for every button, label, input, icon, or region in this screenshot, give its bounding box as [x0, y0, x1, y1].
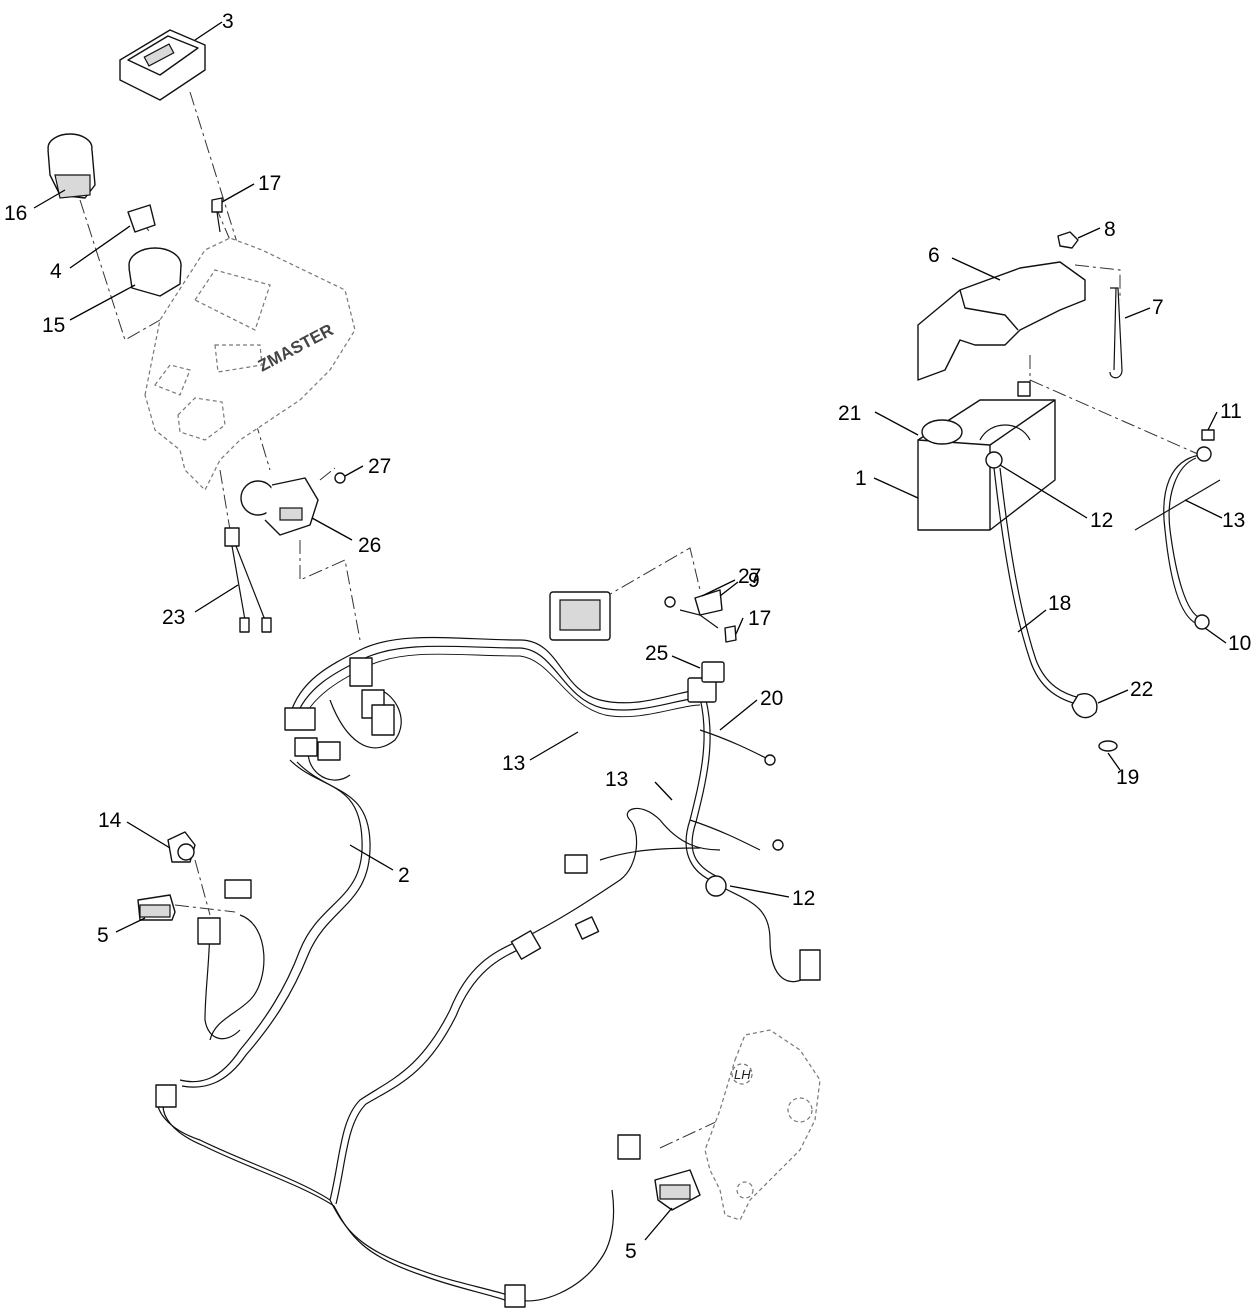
callout-21: 21	[838, 402, 861, 425]
frame-bracket: LH	[704, 1029, 821, 1221]
frame-mark: LH	[734, 1067, 751, 1082]
pto-switch	[127, 204, 182, 297]
callout-8: 8	[1104, 218, 1116, 241]
battery-cover	[917, 261, 1086, 381]
relay-5-lower	[654, 1169, 701, 1211]
callout-1: 1	[855, 467, 867, 490]
boot-washer	[1098, 740, 1118, 752]
callout-4: 4	[50, 260, 62, 283]
seat-switch	[167, 831, 196, 863]
mount-bracket	[664, 589, 737, 643]
callout-2: 2	[398, 864, 410, 887]
battery	[917, 381, 1056, 531]
callout-6: 6	[928, 244, 940, 267]
relay-bracket	[240, 472, 346, 536]
bolt-17-top	[211, 197, 223, 233]
callout-16: 16	[4, 202, 27, 225]
wing-nut	[1057, 231, 1079, 249]
callout-15: 15	[42, 314, 65, 337]
callout-26: 26	[358, 534, 381, 557]
callout-11: 11	[1220, 400, 1242, 423]
callout-12-harness: 12	[792, 887, 815, 910]
callout-13-mid: 13	[605, 768, 628, 791]
callout-20: 20	[760, 687, 783, 710]
key-switch	[47, 133, 96, 199]
hour-meter	[119, 29, 206, 101]
relay-5-upper	[137, 894, 221, 945]
callout-10: 10	[1228, 632, 1251, 655]
callout-22: 22	[1130, 678, 1153, 701]
positive-cable	[979, 424, 1098, 719]
main-harness	[156, 636, 811, 1307]
cable-tie	[1134, 479, 1221, 531]
negative-cable	[1163, 429, 1215, 630]
control-panel: ZMASTER	[144, 237, 356, 492]
callout-14: 14	[98, 809, 122, 832]
callout-5-lower: 5	[625, 1240, 637, 1263]
callout-13-battery: 13	[1222, 509, 1245, 532]
harness-connectors	[155, 591, 821, 1308]
callout-13-left: 13	[502, 752, 525, 775]
callout-27-relay: 27	[368, 455, 391, 478]
callout-5-upper: 5	[97, 924, 109, 947]
j-bolt	[1109, 287, 1123, 379]
leader-lines	[33, 21, 1227, 1241]
callout-19: 19	[1116, 766, 1139, 789]
callout-12-battery: 12	[1090, 509, 1113, 532]
callout-18: 18	[1048, 592, 1071, 615]
callout-7: 7	[1152, 296, 1164, 319]
callout-3: 3	[222, 10, 234, 33]
callout-27-bracket: 27	[738, 565, 761, 588]
callout-labels: 3 16 17 4 15 27 26 23 27 9 17 25 20 13 1…	[4, 10, 1251, 1263]
callout-17-bracket: 17	[748, 607, 771, 630]
lead-23	[224, 527, 272, 633]
callout-17-top: 17	[258, 172, 281, 195]
callout-9: 9	[748, 569, 760, 592]
callout-23: 23	[162, 606, 185, 629]
callout-25: 25	[645, 642, 668, 665]
